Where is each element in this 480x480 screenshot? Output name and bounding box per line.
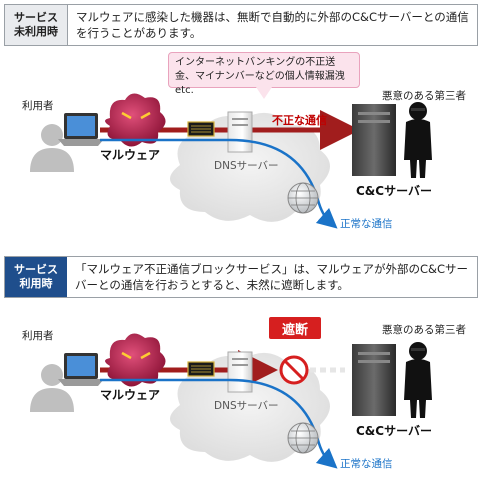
dns-label: DNSサーバー xyxy=(214,160,279,172)
illegal-comm-label: 不正な通信 xyxy=(272,114,327,127)
after-panel-header: サービス 利用時 「マルウェア不正通信ブロックサービス」は、マルウェアが外部のC… xyxy=(4,256,478,298)
dns-server-icon xyxy=(227,111,253,153)
attacker-icon xyxy=(404,102,432,178)
user-label: 利用者 xyxy=(22,330,54,342)
laptop-icon xyxy=(58,353,104,386)
before-description: マルウェアに感染した機器は、無断で自動的に外部のC&Cサーバーとの通信を行うこと… xyxy=(76,10,469,40)
before-tag: サービス 未利用時 xyxy=(5,5,68,45)
user-label: 利用者 xyxy=(22,100,54,112)
globe-icon xyxy=(287,422,319,454)
before-panel-header: サービス 未利用時 マルウェアに感染した機器は、無断で自動的に外部のC&Cサーバ… xyxy=(4,4,478,46)
malware-label: マルウェア xyxy=(100,148,161,162)
attacker-label: 悪意のある第三者 xyxy=(382,90,466,102)
risk-callout: インターネットバンキングの不正送金、マイナンバーなどの個人情報漏洩 etc. xyxy=(168,52,360,96)
malware-icon xyxy=(105,333,166,387)
data-packet-icon xyxy=(187,121,215,137)
user-icon xyxy=(30,124,74,172)
after-description: 「マルウェア不正通信ブロックサービス」は、マルウェアが外部のC&Cサーバーとの通… xyxy=(75,262,469,292)
cc-server-icon xyxy=(352,104,396,176)
after-tag: サービス 利用時 xyxy=(5,257,67,297)
dns-label: DNSサーバー xyxy=(214,400,279,412)
laptop-icon xyxy=(58,113,104,146)
dns-server-icon xyxy=(227,351,253,393)
attacker-label: 悪意のある第三者 xyxy=(382,324,466,336)
cc-server-label: C&Cサーバー xyxy=(356,424,432,438)
cc-server-icon xyxy=(352,344,396,416)
after-diagram xyxy=(30,333,432,469)
malware-icon xyxy=(105,93,166,147)
malware-label: マルウェア xyxy=(100,388,161,402)
cc-server-label: C&Cサーバー xyxy=(356,184,432,198)
attacker-icon xyxy=(404,342,432,418)
block-badge: 遮断 xyxy=(269,317,321,339)
block-icon xyxy=(279,355,309,385)
globe-icon xyxy=(287,182,319,214)
data-packet-icon xyxy=(187,361,215,377)
normal-comm-label: 正常な通信 xyxy=(340,458,393,470)
user-icon xyxy=(30,364,74,412)
normal-comm-label: 正常な通信 xyxy=(340,218,393,230)
risk-callout-tail xyxy=(256,87,272,99)
before-diagram xyxy=(30,93,432,229)
